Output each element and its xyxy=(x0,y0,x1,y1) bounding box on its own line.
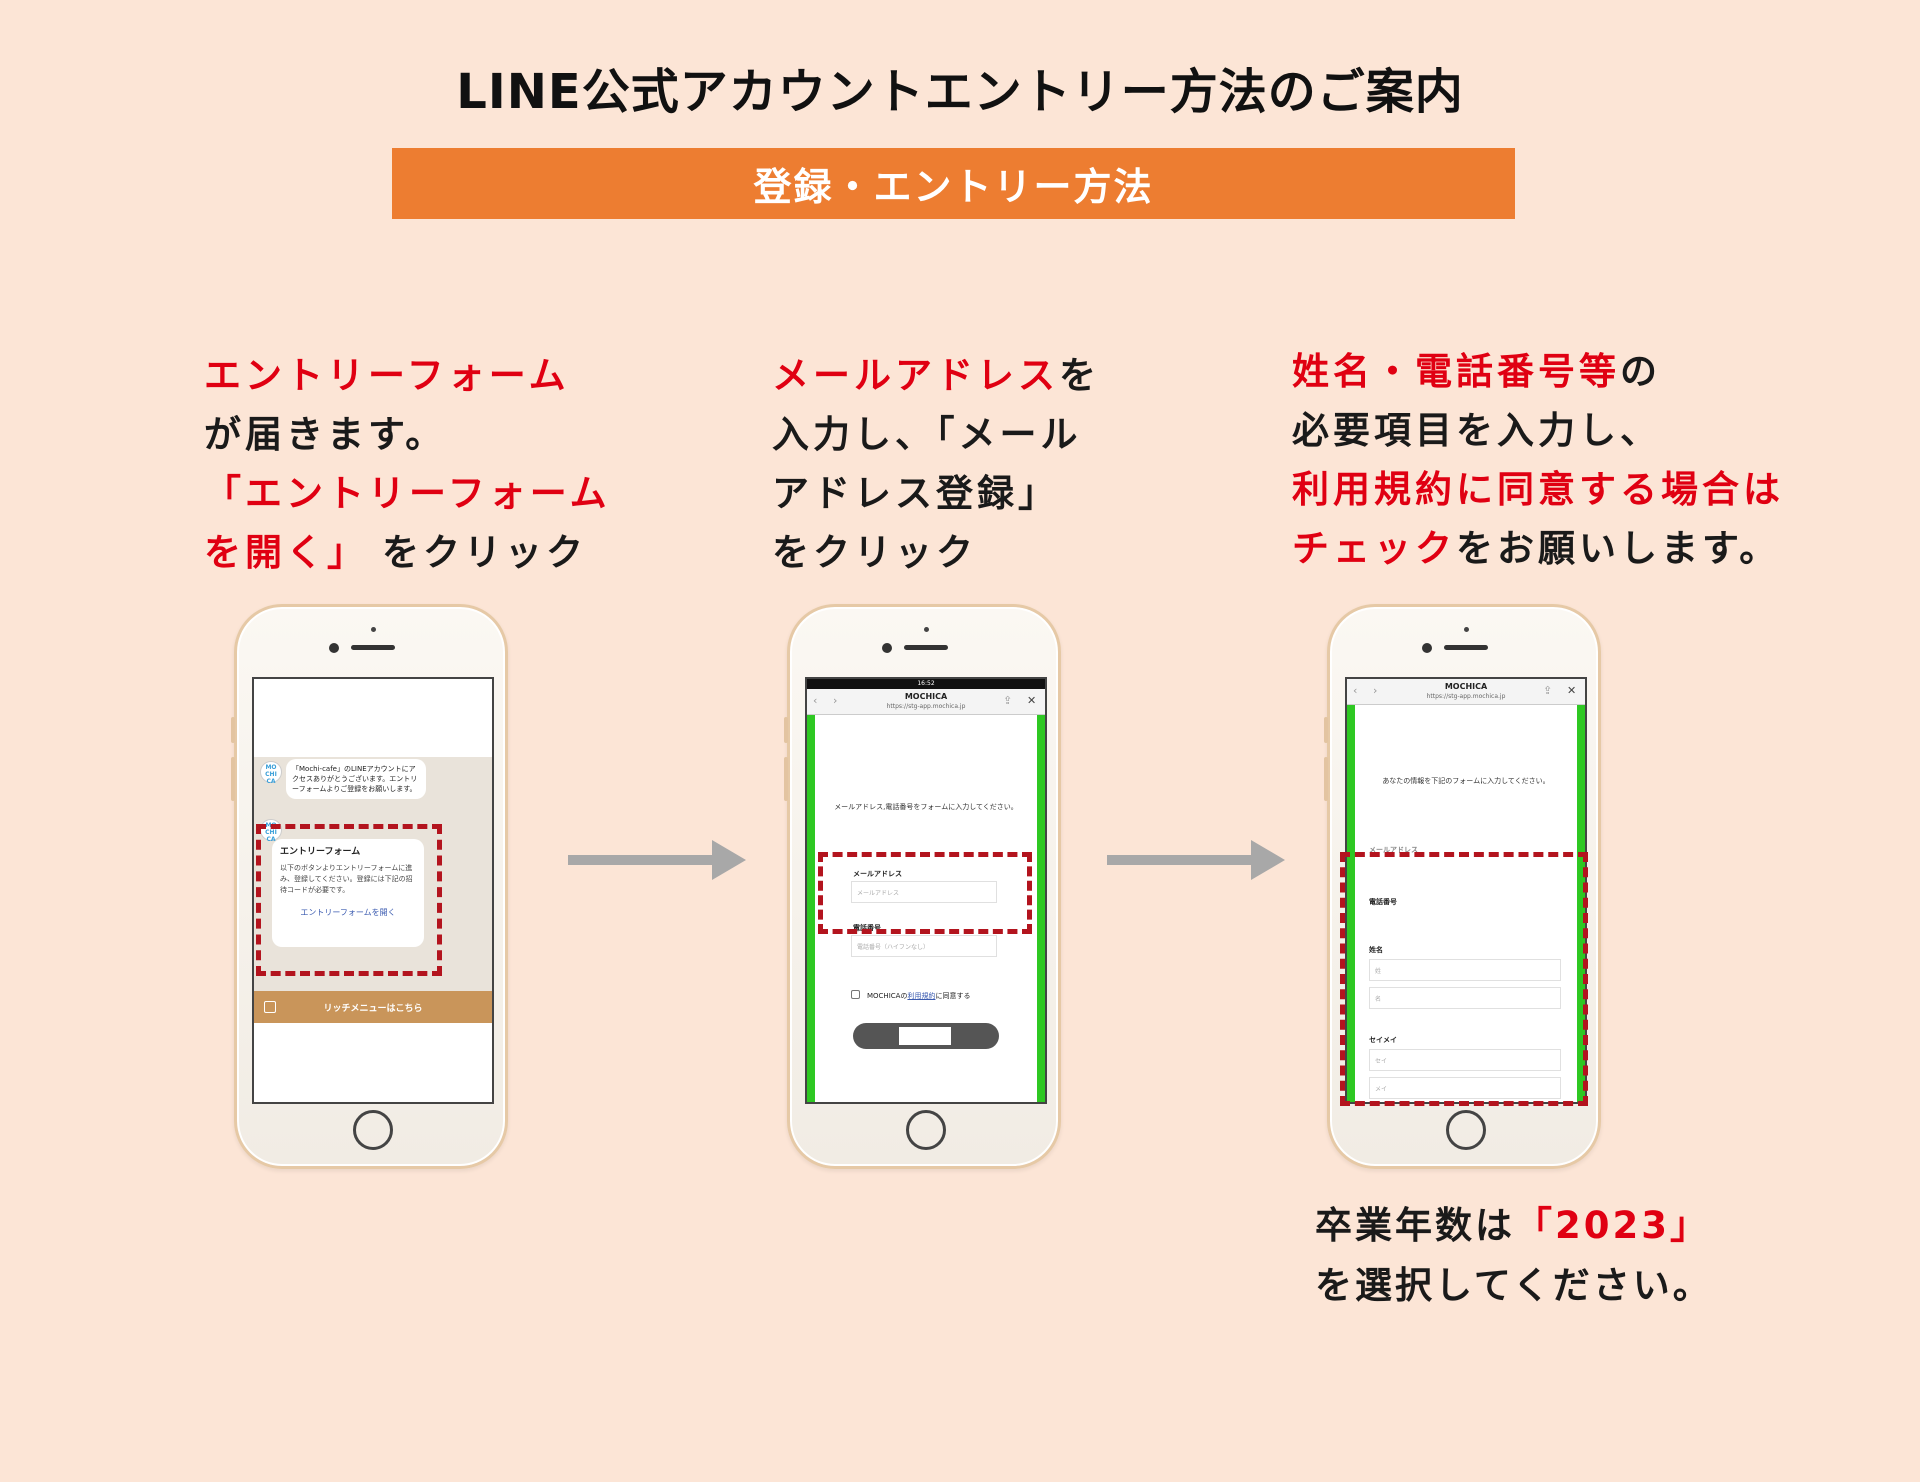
terms-checkbox[interactable] xyxy=(851,990,860,999)
phone3-screen: ‹ › MOCHICA https://stg-app.mochica.jp ⇪… xyxy=(1345,677,1587,1104)
kana-label: セイメイ xyxy=(1369,1036,1397,1044)
step2-line1-black: を xyxy=(1059,354,1100,397)
phone-step3: ‹ › MOCHICA https://stg-app.mochica.jp ⇪… xyxy=(1324,604,1601,1169)
home-button xyxy=(906,1110,946,1150)
forward-icon[interactable]: › xyxy=(1373,684,1378,697)
email-field[interactable]: メールアドレス xyxy=(851,881,997,903)
home-button xyxy=(353,1110,393,1150)
forward-icon[interactable]: › xyxy=(833,694,838,707)
phone1-screen: MO CHI CA 「Mochi-cafe」のLINEアカウントにアクセスありが… xyxy=(252,677,494,1104)
note-year: 「2023」 xyxy=(1515,1204,1710,1247)
browser-navbar: ‹ › MOCHICA https://stg-app.mochica.jp ⇪… xyxy=(807,689,1045,715)
step3-line3: 利用規約に同意する場合は xyxy=(1292,468,1784,511)
phone-step1: MO CHI CA 「Mochi-cafe」のLINEアカウントにアクセスありが… xyxy=(231,604,508,1169)
page-title: LINE公式アカウントエントリー方法のご案内 xyxy=(456,64,1464,120)
terms-agree-prefix: MOCHICAの xyxy=(867,992,908,1000)
step2-instructions: メールアドレスを 入力し、「メール アドレス登録」 をクリック xyxy=(772,346,1100,582)
step2-line3: アドレス登録」 xyxy=(772,472,1059,515)
form-instructions: あなたの情報を下記のフォームに入力してください。 xyxy=(1382,777,1550,785)
site-title: MOCHICA xyxy=(1444,682,1488,691)
step3-line2: 必要項目を入力し、 xyxy=(1292,409,1661,452)
step3-line1-black: の xyxy=(1620,350,1661,393)
form-instructions: メールアドレス,電話番号をフォームに入力してください。 xyxy=(834,803,1018,811)
step3-line4-black: をお願いします。 xyxy=(1456,527,1781,570)
status-bar: 16:52 xyxy=(807,679,1045,689)
close-icon[interactable]: ✕ xyxy=(1567,684,1577,697)
step3-line4-red: チェック xyxy=(1292,527,1456,570)
phone-label: 電話番号 xyxy=(1369,898,1397,906)
note-line2: を選択してください。 xyxy=(1315,1264,1713,1307)
step2-line2: 入力し、「メール xyxy=(772,413,1082,456)
step1-line4-black: をクリック xyxy=(382,531,587,574)
step1-line2: が届きます。 xyxy=(204,413,447,456)
email-label: メールアドレス xyxy=(1369,846,1418,854)
open-entry-form-link[interactable]: エントリーフォームを開く xyxy=(300,908,396,917)
arrow-right-icon xyxy=(568,840,746,880)
register-email-button[interactable] xyxy=(853,1023,999,1049)
mei-field[interactable]: 名 xyxy=(1369,987,1561,1009)
browser-navbar: ‹ › MOCHICA https://stg-app.mochica.jp ⇪… xyxy=(1347,679,1585,705)
step2-line1-red: メールアドレス xyxy=(772,354,1059,397)
step1-instructions: エントリーフォーム が届きます。 「エントリーフォーム を開く」をクリック xyxy=(204,346,611,582)
step1-line4-red: を開く」 xyxy=(204,531,368,574)
step1-line1: エントリーフォーム xyxy=(204,354,570,397)
section-banner: 登録・エントリー方法 xyxy=(392,148,1515,219)
step1-line3: 「エントリーフォーム xyxy=(204,472,611,515)
share-icon[interactable]: ⇪ xyxy=(1543,684,1553,697)
sei-field[interactable]: 姓 xyxy=(1369,959,1561,981)
highlight-step2 xyxy=(818,852,1032,934)
entry-form-card: エントリーフォーム 以下のボタンよりエントリーフォームに進み、登録してください。… xyxy=(272,839,424,947)
arrow-right-icon xyxy=(1107,840,1285,880)
terms-link[interactable]: 利用規約 xyxy=(907,992,936,1000)
site-url: https://stg-app.mochica.jp xyxy=(1426,693,1506,700)
step3-line1-red: 姓名・電話番号等 xyxy=(1292,350,1620,393)
card-body: 以下のボタンよりエントリーフォームに進み、登録してください。登録には下記の招待コ… xyxy=(280,864,413,894)
site-title: MOCHICA xyxy=(904,692,948,701)
avatar: MO CHI CA xyxy=(260,761,282,785)
step3-instructions: 姓名・電話番号等の 必要項目を入力し、 利用規約に同意する場合は チェックをお願… xyxy=(1292,342,1784,578)
rich-menu-bar[interactable]: リッチメニューはこちら xyxy=(254,991,492,1023)
sei-kana-field[interactable]: セイ xyxy=(1369,1049,1561,1071)
phone2-screen: 16:52 ‹ › MOCHICA https://stg-app.mochic… xyxy=(805,677,1047,1104)
terms-agree-suffix: に同意する xyxy=(935,992,971,1000)
note-prefix: 卒業年数は xyxy=(1315,1204,1515,1247)
share-icon[interactable]: ⇪ xyxy=(1003,694,1013,707)
card-title: エントリーフォーム xyxy=(280,847,361,857)
graduation-year-note: 卒業年数は「2023」 を選択してください。 xyxy=(1315,1196,1713,1316)
mei-kana-field[interactable]: メイ xyxy=(1369,1077,1561,1099)
rich-menu-label: リッチメニューはこちら xyxy=(323,1003,423,1014)
phone-field[interactable]: 電話番号（ハイフンなし） xyxy=(851,935,997,957)
close-icon[interactable]: ✕ xyxy=(1027,694,1037,707)
highlight-step3 xyxy=(1340,852,1588,1106)
menu-icon xyxy=(264,1001,276,1013)
email-label: メールアドレス xyxy=(853,870,902,878)
home-button xyxy=(1446,1110,1486,1150)
back-icon[interactable]: ‹ xyxy=(813,694,818,707)
highlight-step1 xyxy=(256,824,442,976)
terms-agree-text: MOCHICAの利用規約に同意する xyxy=(867,991,970,1001)
chat-message: 「Mochi-cafe」のLINEアカウントにアクセスありがとうございます。エン… xyxy=(286,759,426,799)
phone-label: 電話番号 xyxy=(853,924,881,932)
step2-line4: をクリック xyxy=(772,531,977,574)
name-label: 姓名 xyxy=(1369,946,1383,954)
phone-step2: 16:52 ‹ › MOCHICA https://stg-app.mochic… xyxy=(784,604,1061,1169)
site-url: https://stg-app.mochica.jp xyxy=(886,703,966,710)
back-icon[interactable]: ‹ xyxy=(1353,684,1358,697)
